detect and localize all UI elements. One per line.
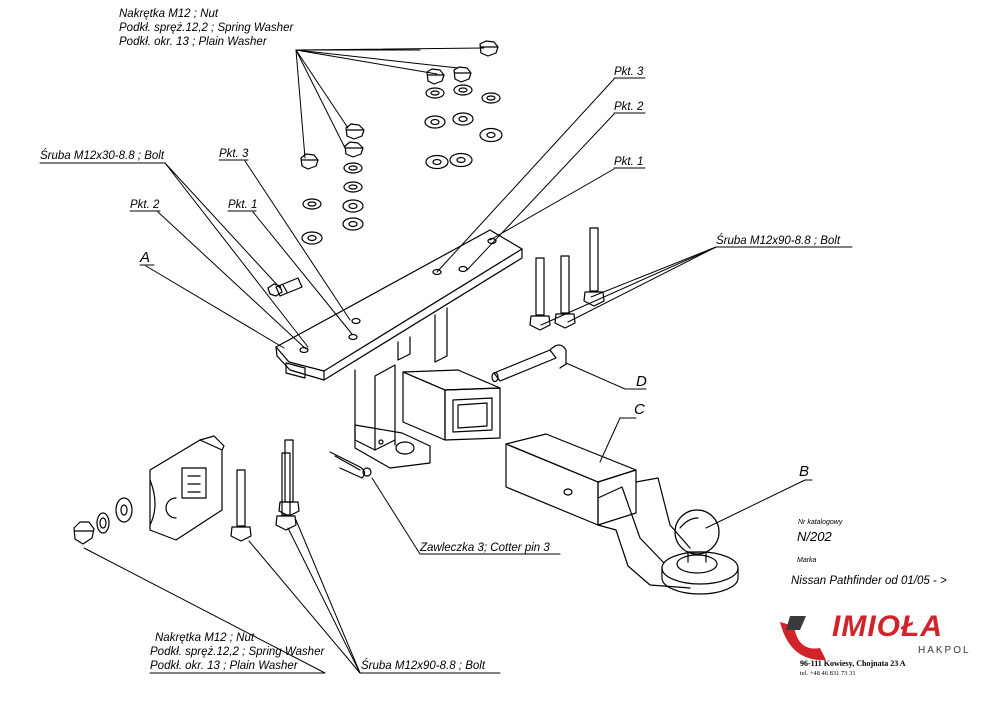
brand-label: Marka [797,557,817,564]
nut-icon [479,40,499,57]
nut-icon [300,153,319,170]
bolt-m12x90-right-label: Śruba M12x90-8.8 ; Bolt [716,235,841,247]
pkt1-left-label: Pkt. 1 [228,199,258,211]
leader-lines [39,47,853,674]
pkt2-left-label: Pkt. 2 [130,199,160,211]
bolt-m12x30-icon [267,277,303,297]
company-address: 96-111 Kowiesy, Chojnata 23 A [800,659,906,668]
socket-bracket-icon [149,435,225,541]
bottom-hardware-icon [73,497,133,545]
nut-icon [345,123,365,140]
nut-label-bottom-3: Podkł. okr. 13 ; Plain Washer [150,660,298,672]
bolt-m12x30-label: Śruba M12x30-8.8 ; Bolt [40,150,165,162]
nut-icon [426,68,445,85]
nut-label-bottom-2: Podkł. spręż.12,2 ; Spring Washer [150,646,325,658]
part-letter-d: D [636,373,647,390]
nut-label-top-1: Nakrętka M12 ; Nut [119,8,219,20]
bolts-m12x90-right-icon [529,227,605,331]
nut-icon [453,66,472,83]
vehicle-model: Nissan Pathfinder od 01/05 - > [791,575,947,587]
cotter-pin-label: Zawleczka 3; Cotter pin 3 [420,542,550,554]
logo-subtitle: HAKPOL [918,645,971,656]
ball-mount-icon [505,433,739,595]
part-letter-b: B [799,463,810,480]
part-letter-c: C [634,401,645,418]
bolt-icon [230,469,252,542]
hakpol-logo-icon [780,616,826,661]
bolts-m12x90-bottom-icon [230,439,300,542]
nut-label-top-2: Podkł. spręż.12,2 ; Spring Washer [119,22,294,34]
nut-label-bottom-1: Nakrętka M12 ; Nut [155,632,255,644]
bolt-m12x90-bottom-label: Śruba M12x90-8.8 ; Bolt [361,660,486,672]
hitch-crossbar-icon [275,229,523,469]
nut-label-top-3: Podkł. okr. 13 ; Plain Washer [119,36,267,48]
bolt-icon [554,255,576,329]
pkt3-left-label: Pkt. 3 [219,148,249,160]
part-letter-a: A [140,249,151,266]
hitch-pin-icon [491,344,567,383]
logo-name: IMIOŁA [832,610,943,643]
company-phone: tel. +48 46 831 73 31 [800,670,856,677]
catalog-number-label: Nr katalogowy [798,519,843,526]
bolt-icon [529,257,551,331]
bolt-icon [278,439,300,517]
top-hardware-icon [300,40,503,245]
nut-icon [344,141,364,158]
catalog-number-value: N/202 [797,529,832,544]
pkt1-right-label: Pkt. 1 [614,156,644,168]
bolt-icon [583,227,605,307]
pkt2-right-label: Pkt. 2 [614,101,644,113]
cotter-pin-icon [329,451,372,479]
pkt3-right-label: Pkt. 3 [614,66,644,78]
